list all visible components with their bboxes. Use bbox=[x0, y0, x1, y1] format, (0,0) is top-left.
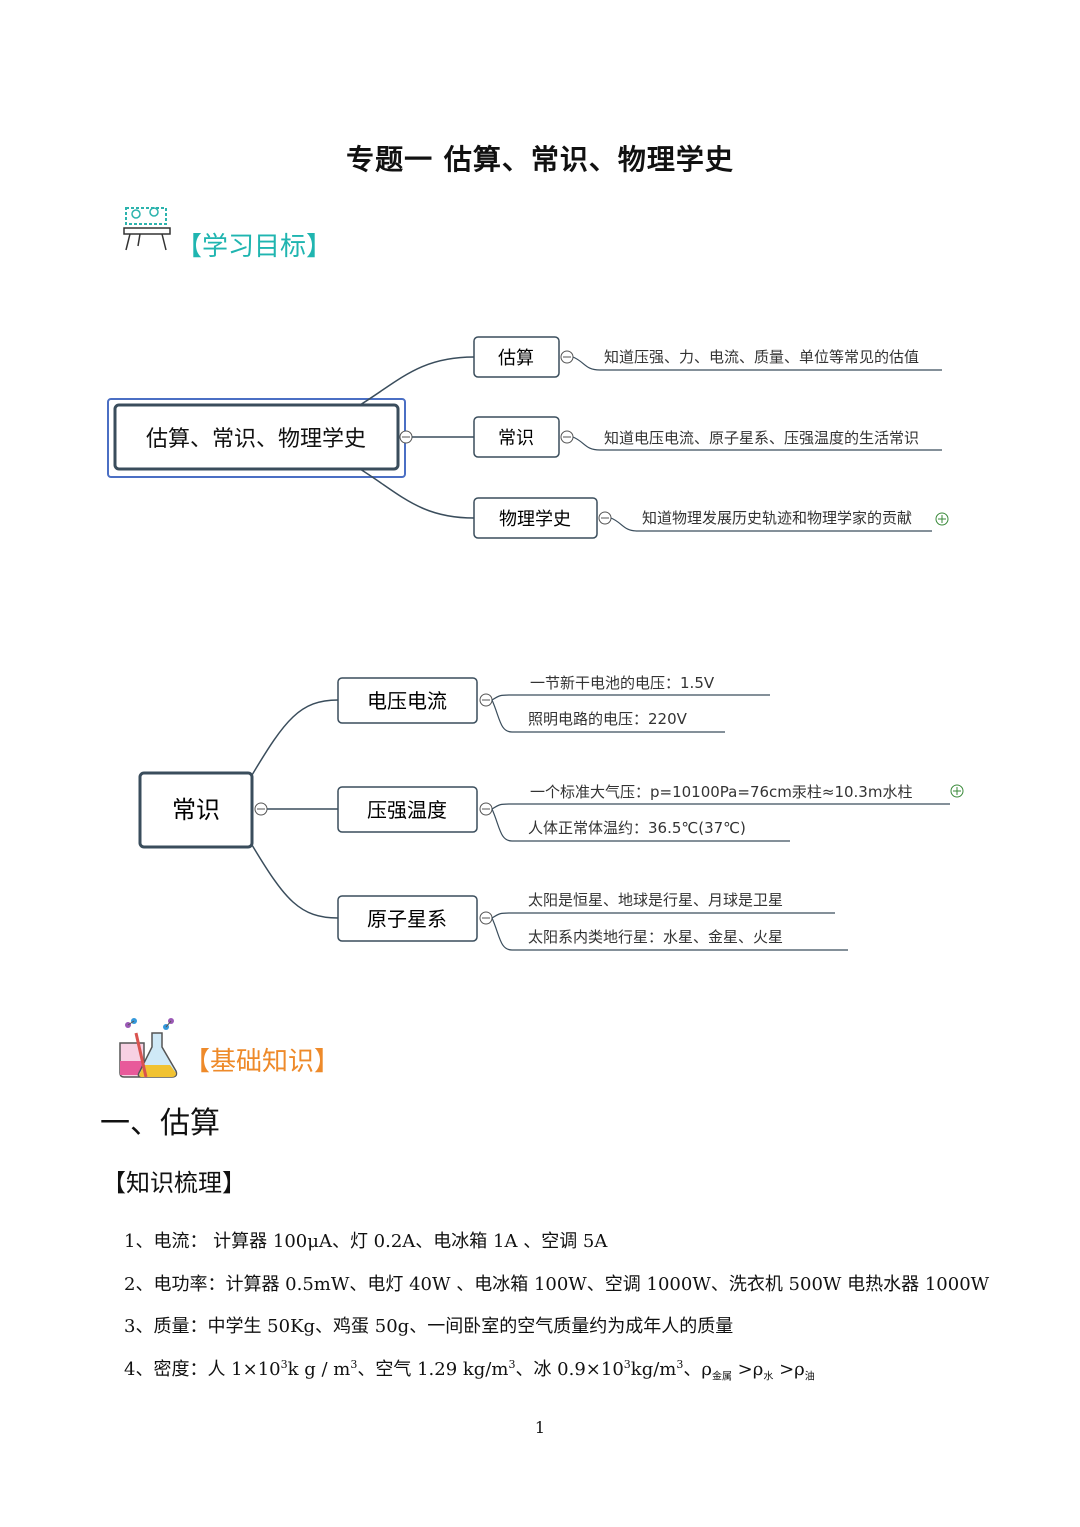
mindmap1-note-history: 知道物理发展历史轨迹和物理学家的贡献 bbox=[642, 509, 912, 527]
heading-knowledge-summary: 【知识梳理】 bbox=[102, 1169, 246, 1197]
collapse-icon bbox=[254, 802, 268, 816]
page-title: 专题一 估算、常识、物理学史 bbox=[346, 143, 734, 176]
expand-icon bbox=[935, 512, 949, 526]
mindmap1-node-history bbox=[473, 497, 598, 539]
heading-estimation: 一、估算 bbox=[100, 1106, 220, 1141]
collapse-icon bbox=[560, 430, 574, 444]
mindmap-common-sense: 常识 电压电流 一节新干电池的电压：1.5V 照明电路的电压：220V 压强温度… bbox=[138, 674, 964, 951]
goals-section-header: 【学习目标】 bbox=[118, 198, 378, 268]
item-power: 2、电功率：计算器 0.5mW、电灯 40W 、电冰箱 100W、空调 1000… bbox=[124, 1274, 990, 1295]
mindmap1-node-common bbox=[473, 416, 560, 458]
collapse-icon bbox=[479, 693, 493, 707]
mindmap2-node-voltage bbox=[337, 677, 478, 724]
collapse-icon bbox=[560, 350, 574, 364]
collapse-icon bbox=[598, 511, 612, 525]
mindmap2-note-voltage-2: 照明电路的电压：220V bbox=[528, 710, 688, 728]
collapse-icon bbox=[479, 802, 493, 816]
mindmap2-node-voltage-label: 电压电流 bbox=[367, 689, 447, 713]
expand-icon bbox=[950, 784, 964, 798]
mindmap1-note-estimate: 知道压强、力、电流、质量、单位等常见的估值 bbox=[604, 348, 919, 366]
mindmap2-node-pressure bbox=[337, 786, 478, 833]
mindmap1-root-label: 估算、常识、物理学史 bbox=[146, 427, 366, 452]
goals-section-label: 【学习目标】 bbox=[176, 232, 333, 262]
collapse-icon bbox=[399, 430, 413, 444]
mindmap2-root-node bbox=[138, 771, 254, 849]
basic-section-label: 【基础知识】 bbox=[184, 1047, 341, 1077]
item-density: 4、密度：人 1×103k g / m3、空气 1.29 kg/m3、冰 0.9… bbox=[124, 1358, 815, 1383]
mindmap2-root-label: 常识 bbox=[172, 796, 220, 824]
flask-icon bbox=[119, 1018, 178, 1078]
basic-section-header: 【基础知识】 bbox=[116, 1015, 376, 1085]
teacher-desk-icon bbox=[123, 207, 171, 251]
mindmap1-node-estimate-label: 估算 bbox=[498, 348, 534, 369]
mindmap1-node-estimate bbox=[473, 336, 560, 378]
mindmap1-root-node bbox=[113, 403, 400, 471]
mindmap2-note-atoms-1: 太阳是恒星、地球是行星、月球是卫星 bbox=[528, 891, 783, 909]
page-number: 1 bbox=[534, 1418, 546, 1437]
mindmap1-node-history-label: 物理学史 bbox=[499, 509, 571, 530]
mindmap1-note-common: 知道电压电流、原子星系、压强温度的生活常识 bbox=[604, 429, 919, 447]
mindmap-goals: 估算、常识、物理学史 估算 知道压强、力、电流、质量、单位等常见的估值 常识 知… bbox=[107, 336, 949, 539]
mindmap1-node-common-label: 常识 bbox=[498, 428, 534, 449]
mindmap2-node-atoms bbox=[337, 895, 478, 942]
collapse-icon bbox=[479, 911, 493, 925]
mindmap2-node-pressure-label: 压强温度 bbox=[367, 798, 447, 822]
item-mass: 3、质量：中学生 50Kg、鸡蛋 50g、一间卧室的空气质量约为成年人的质量 bbox=[124, 1316, 734, 1337]
mindmap2-note-voltage-1: 一节新干电池的电压：1.5V bbox=[530, 674, 715, 692]
mindmap2-note-atoms-2: 太阳系内类地行星：水星、金星、火星 bbox=[528, 928, 783, 946]
mindmap2-note-pressure-1: 一个标准大气压：p=10100Pa=76cm汞柱≈10.3m水柱 bbox=[530, 783, 912, 801]
mindmap2-note-pressure-2: 人体正常体温约：36.5℃(37℃) bbox=[528, 819, 746, 837]
item-current: 1、电流： 计算器 100μA、灯 0.2A、电冰箱 1A 、空调 5A bbox=[124, 1231, 608, 1252]
mindmap2-node-atoms-label: 原子星系 bbox=[367, 907, 447, 931]
